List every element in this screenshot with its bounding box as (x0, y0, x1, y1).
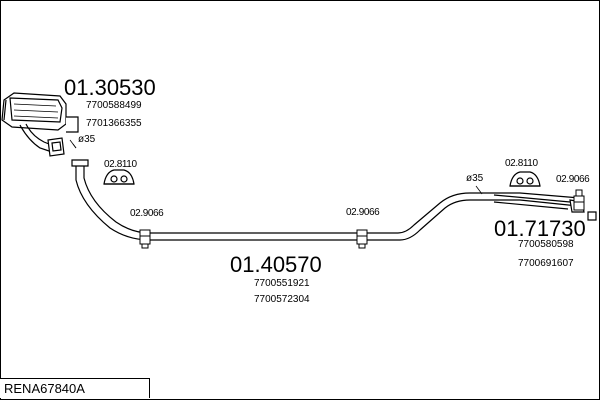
front-silencer-oem-1: 7700588499 (86, 100, 142, 111)
diameter-label-right: ø35 (466, 173, 484, 184)
hanger-right (509, 171, 541, 187)
middle-pipe-ref: 01.40570 (230, 252, 322, 277)
clamp-left-label: 02.9066 (130, 208, 164, 219)
diagram-code: RENA67840A (4, 381, 85, 396)
diameter-label-left: ø35 (78, 134, 96, 145)
diameter-marker-right: ø35 (466, 173, 484, 195)
middle-pipe-oem-2: 7700572304 (254, 294, 310, 305)
middle-pipe-oem-1: 7700551921 (254, 278, 310, 289)
hanger-right-label: 02.8110 (505, 158, 538, 169)
clamp-right (573, 189, 585, 211)
clamp-mid (356, 229, 368, 249)
clamp-left (139, 229, 151, 249)
middle-pipe (71, 159, 581, 241)
hanger-left-label: 02.8110 (104, 159, 137, 170)
rear-pipe-ref: 01.71730 (494, 216, 586, 241)
diameter-marker-left: ø35 (69, 134, 96, 149)
clamp-mid-label: 02.9066 (346, 207, 380, 218)
clamp-right-label: 02.9066 (556, 174, 590, 185)
hanger-left (103, 169, 135, 185)
front-silencer-ref: 01.30530 (64, 75, 156, 100)
front-silencer (1, 92, 79, 157)
rear-pipe-oem-2: 7700691607 (518, 258, 574, 269)
rear-pipe-oem-1: 7700580598 (518, 239, 574, 250)
front-silencer-oem-2: 7701366355 (86, 118, 142, 129)
diagram-code-box: RENA67840A (0, 378, 150, 398)
